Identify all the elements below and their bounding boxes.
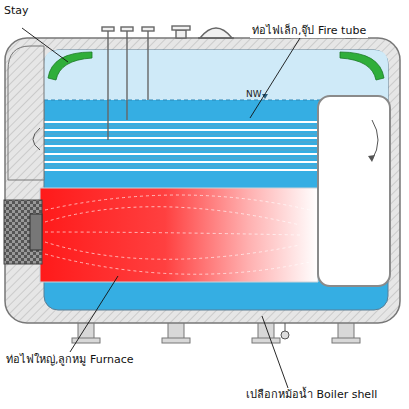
front-door xyxy=(8,46,44,180)
furnace xyxy=(40,188,318,282)
flow-arrow xyxy=(372,120,378,160)
part-label: ท่อไฟใหญ่,ลูกหมู Furnace xyxy=(4,353,136,367)
burner xyxy=(4,200,42,264)
fire-tube-edges xyxy=(44,126,320,166)
part-label: Stay xyxy=(2,4,31,18)
flame-lines xyxy=(45,195,310,274)
boiler-shell xyxy=(5,38,400,323)
rear-chamber xyxy=(318,96,390,286)
part-label: เปลือกหม้อน้ำ Boiler shell xyxy=(244,388,379,402)
steam-space xyxy=(44,50,388,100)
top-nozzles xyxy=(102,26,360,140)
stay xyxy=(48,52,92,80)
fire-tubes xyxy=(44,122,320,170)
part-label: ท่อไฟเล็ก,จุ๊ป Fire tube xyxy=(250,24,368,38)
stay xyxy=(340,52,384,80)
drain-valve xyxy=(281,323,289,339)
part-label: NW xyxy=(244,89,264,100)
leader-lines xyxy=(22,28,300,388)
